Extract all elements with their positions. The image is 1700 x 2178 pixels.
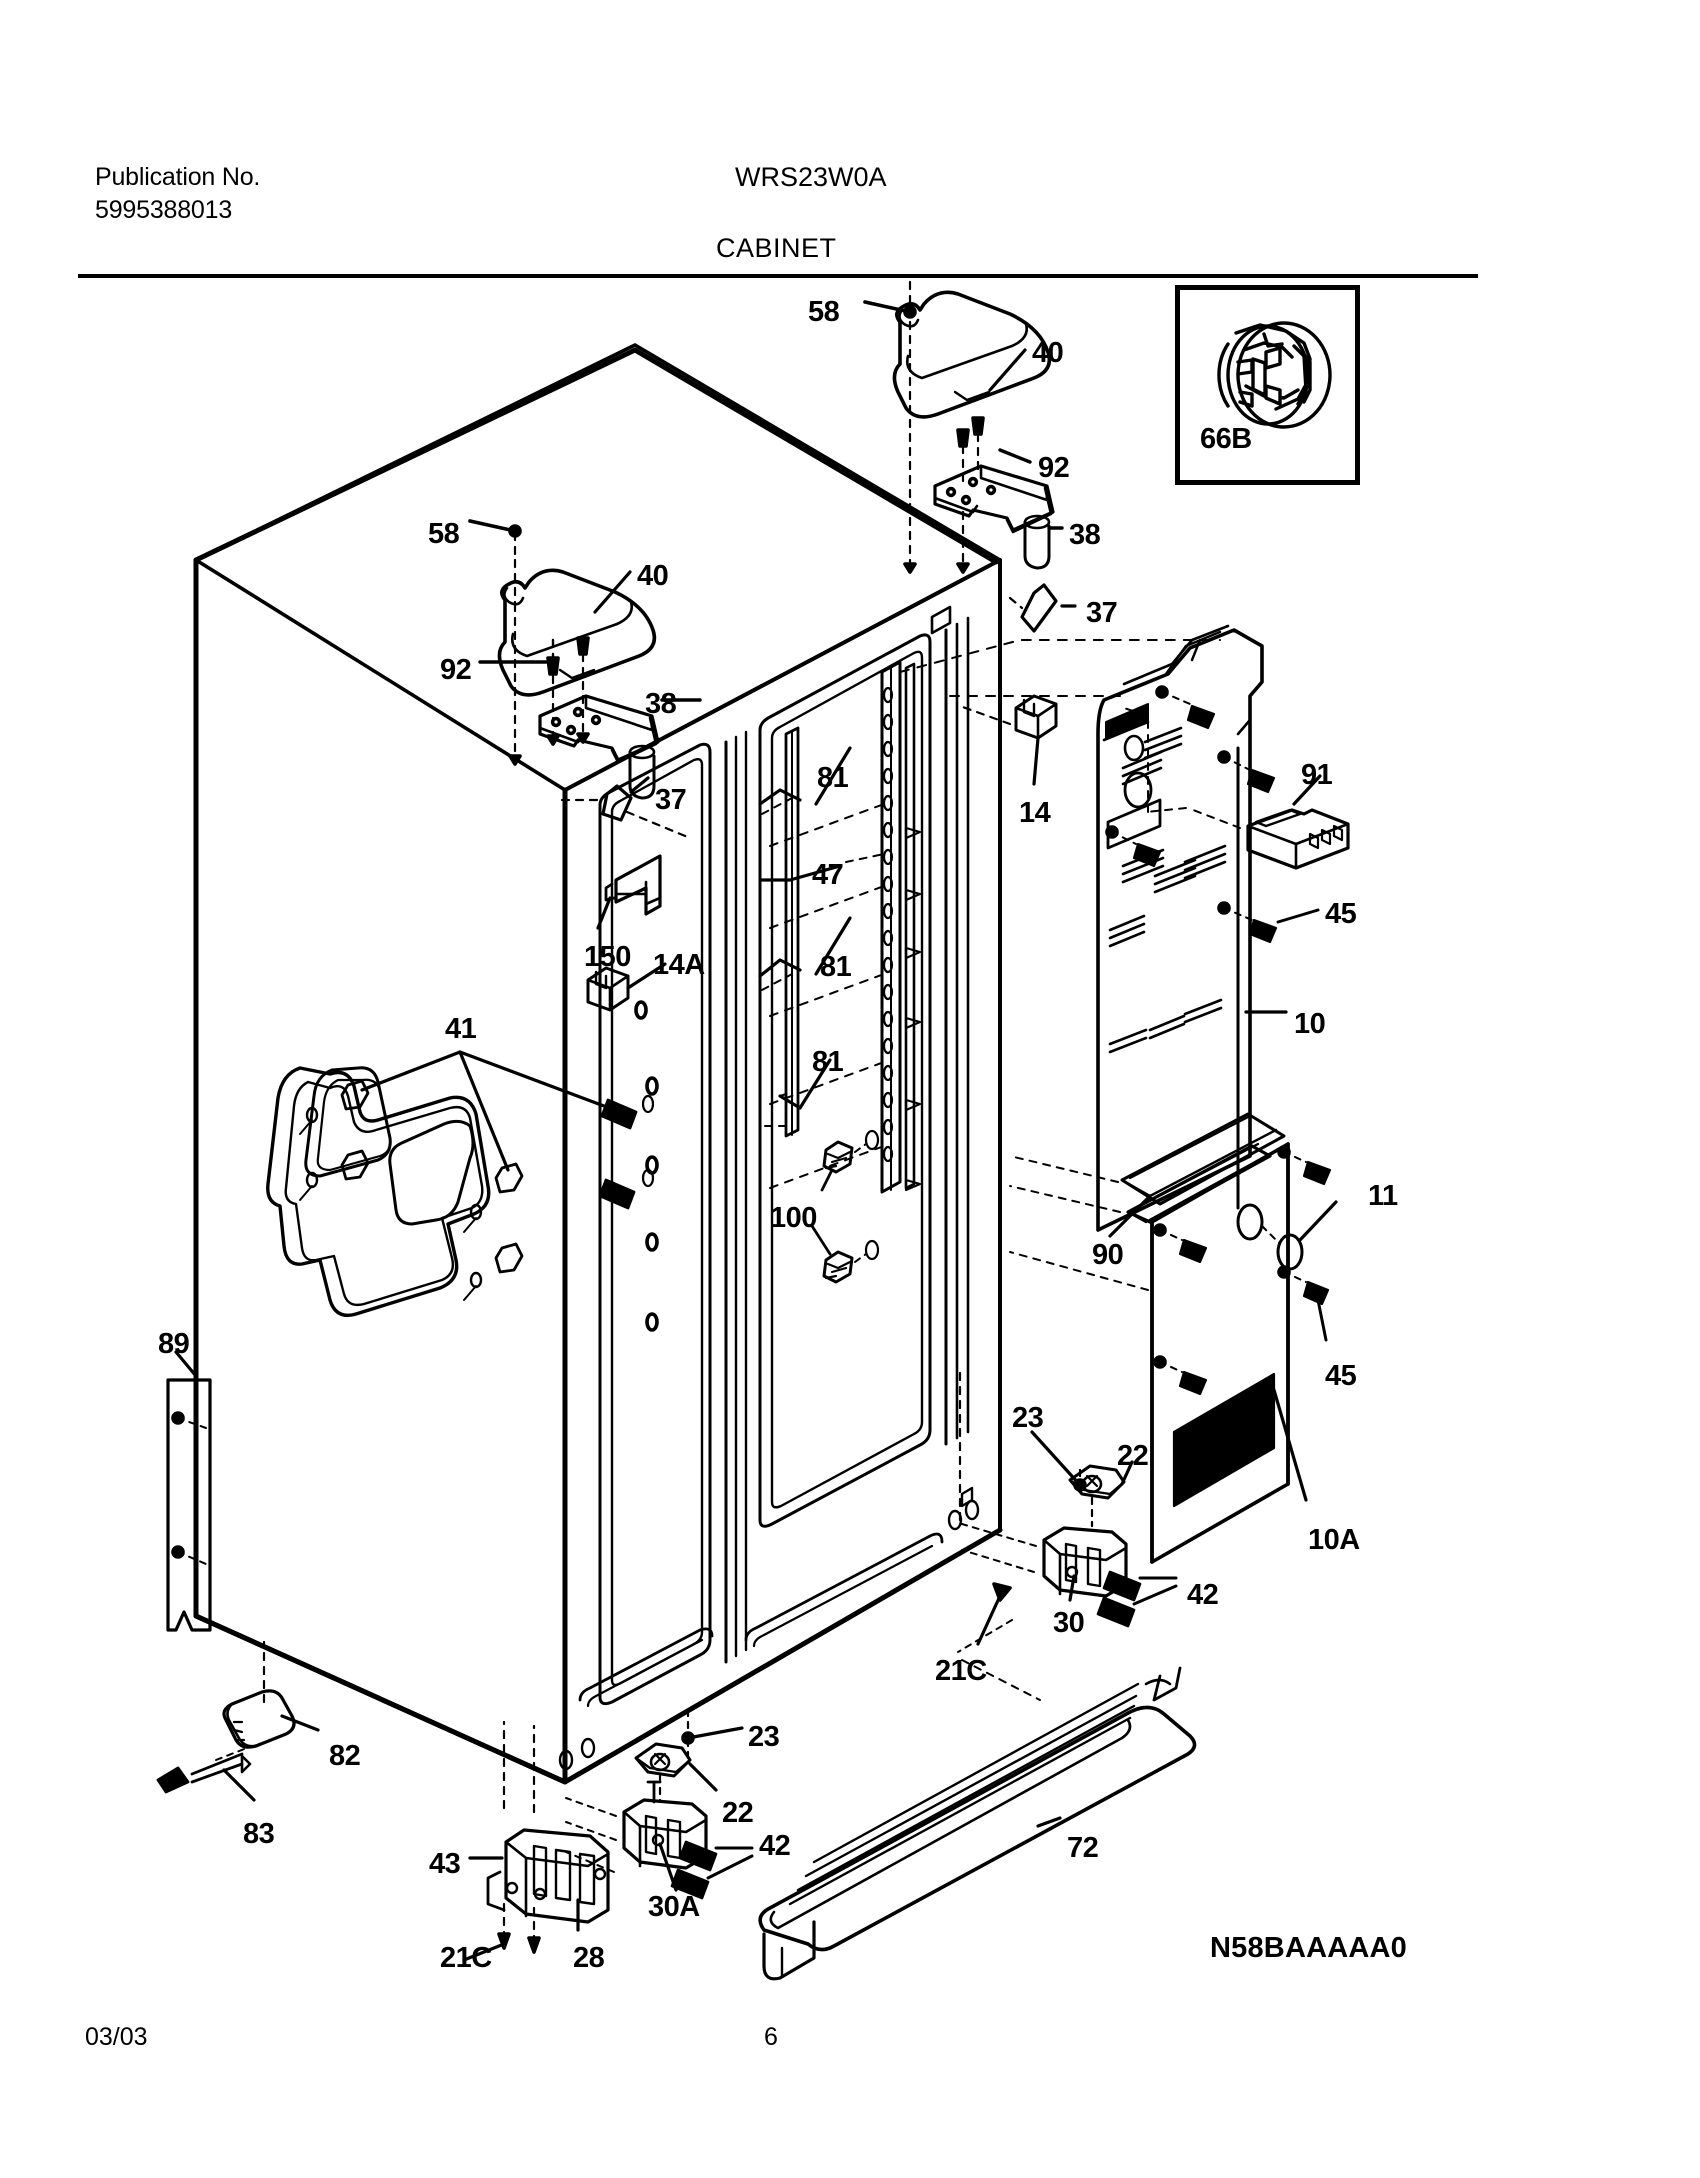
diagram-code: N58BAAAAA0 xyxy=(1210,1932,1407,1964)
callout-81: 81 xyxy=(812,1046,844,1078)
callout-47: 47 xyxy=(812,859,844,891)
callout-90: 90 xyxy=(1092,1239,1124,1271)
callout-37: 37 xyxy=(1086,597,1118,629)
callout-37: 37 xyxy=(655,784,687,816)
callout-14A: 14A xyxy=(653,949,705,981)
callout-89: 89 xyxy=(158,1328,190,1360)
callout-38: 38 xyxy=(1069,519,1101,551)
callout-92: 92 xyxy=(1038,452,1070,484)
footer-date: 03/03 xyxy=(85,2023,148,2051)
callout-23: 23 xyxy=(748,1721,780,1753)
callout-91: 91 xyxy=(1301,759,1333,791)
callout-45: 45 xyxy=(1325,898,1357,930)
callout-72: 72 xyxy=(1067,1832,1099,1864)
callout-22: 22 xyxy=(1117,1440,1149,1472)
callout-100: 100 xyxy=(770,1202,817,1234)
callout-40: 40 xyxy=(637,560,669,592)
callout-21C: 21C xyxy=(440,1942,492,1974)
callout-82: 82 xyxy=(329,1740,361,1772)
callout-10: 10 xyxy=(1294,1008,1326,1040)
callout-11: 11 xyxy=(1368,1180,1398,1212)
publication-number: 5995388013 xyxy=(95,196,233,224)
callout-40: 40 xyxy=(1032,337,1064,369)
callout-58: 58 xyxy=(808,296,840,328)
callout-43: 43 xyxy=(429,1848,461,1880)
footer-page-number: 6 xyxy=(764,2023,778,2051)
callout-28: 28 xyxy=(573,1942,605,1974)
callout-10A: 10A xyxy=(1308,1524,1360,1556)
callout-45: 45 xyxy=(1325,1360,1357,1392)
header-divider xyxy=(78,274,1478,278)
callout-42: 42 xyxy=(759,1830,791,1862)
callout-41: 41 xyxy=(445,1013,477,1045)
inset-label-66b: 66B xyxy=(1200,423,1252,455)
callout-30: 30 xyxy=(1053,1607,1085,1639)
callout-22: 22 xyxy=(722,1797,754,1829)
callout-30A: 30A xyxy=(648,1891,700,1923)
callout-92: 92 xyxy=(440,654,472,686)
callout-42: 42 xyxy=(1187,1579,1219,1611)
callout-21C: 21C xyxy=(935,1655,987,1687)
callout-150: 150 xyxy=(584,941,631,973)
publication-label: Publication No. xyxy=(95,163,261,191)
callout-81: 81 xyxy=(817,762,849,794)
callout-23: 23 xyxy=(1012,1402,1044,1434)
callout-38: 38 xyxy=(645,688,677,720)
callout-81: 81 xyxy=(820,951,852,983)
callout-58: 58 xyxy=(428,518,460,550)
model-number: WRS23W0A xyxy=(735,162,887,192)
callout-83: 83 xyxy=(243,1818,275,1850)
section-title: CABINET xyxy=(716,233,837,263)
callout-14: 14 xyxy=(1019,797,1051,829)
